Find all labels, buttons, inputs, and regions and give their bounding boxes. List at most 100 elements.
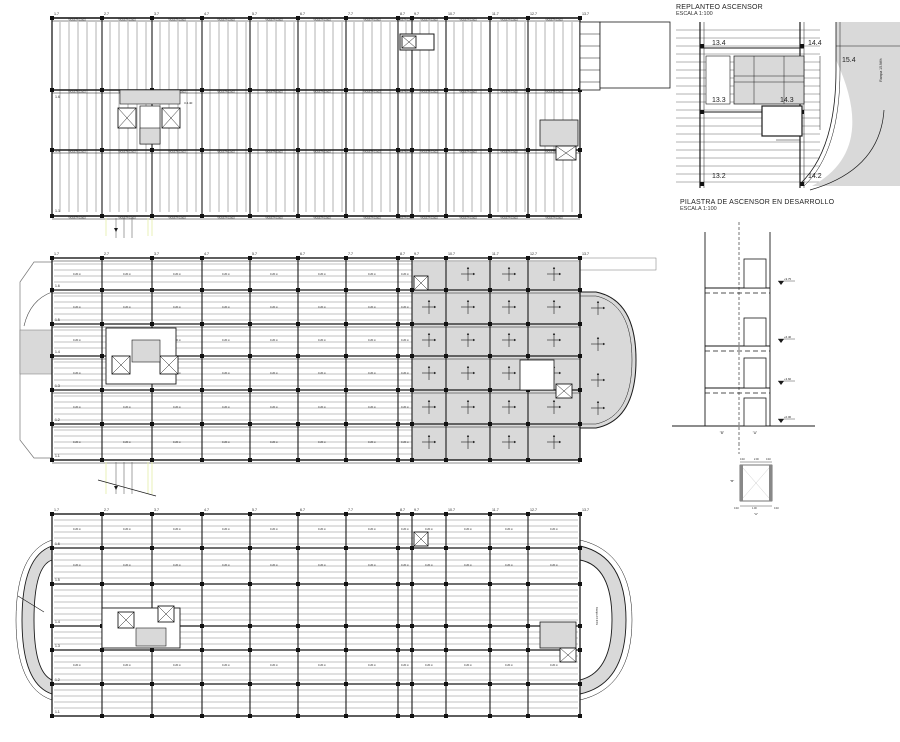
slab-thickness-label: 0.20 m [401, 440, 409, 444]
column-icon [100, 148, 104, 152]
axis-label: 11.7 [492, 252, 499, 256]
pilastra-title: PILASTRA DE ASCENSOR EN DESARROLLO [680, 199, 835, 206]
column-icon [526, 546, 530, 550]
column-icon [50, 16, 54, 20]
slab-thickness-label: 0.20 m [73, 305, 81, 309]
column-icon [200, 322, 204, 326]
arrow-icon [552, 435, 556, 437]
beam-label: VIGUETA 15x15 [420, 151, 438, 154]
column-icon [444, 546, 448, 550]
column-icon [248, 582, 252, 586]
slab-thickness-label: 0.20 m [123, 440, 131, 444]
column-icon [296, 582, 300, 586]
axis-label: 1.6 [55, 284, 60, 288]
column-icon [444, 582, 448, 586]
column-icon [100, 582, 104, 586]
column-icon [578, 148, 582, 152]
axis-label: 6.7 [300, 508, 305, 512]
column-icon [444, 682, 448, 686]
arrow-icon [466, 267, 470, 269]
axis-label: 11.7 [492, 12, 499, 16]
column-icon [488, 682, 492, 686]
beam-label: VIGUETA 15x15 [363, 151, 381, 154]
column-icon [248, 148, 252, 152]
slab-thickness-label: 0.20 m [73, 663, 81, 667]
arrow-icon [473, 305, 475, 309]
column-icon [410, 88, 414, 92]
column-icon [396, 256, 400, 260]
column-icon [444, 288, 448, 292]
column-icon [444, 214, 448, 218]
column-icon [488, 624, 492, 628]
arrow-icon [473, 405, 475, 409]
axis-label: 1.2 [55, 678, 60, 682]
column-icon [344, 422, 348, 426]
slab-thickness-label: 0.20 m [318, 272, 326, 276]
axis-label: 2.7 [104, 252, 109, 256]
slab-thickness-label: 0.20 m [368, 663, 376, 667]
column-icon [50, 648, 54, 652]
column-icon [578, 512, 582, 516]
slab-thickness-label: 0.20 m [123, 272, 131, 276]
column-icon [488, 288, 492, 292]
column-icon [578, 256, 582, 260]
column-icon [488, 354, 492, 358]
stair-core-right [539, 119, 579, 147]
left-ramp-outer [15, 539, 53, 701]
slab-thickness-label: 0.20 m [368, 272, 376, 276]
axis-label: 6.7 [300, 252, 305, 256]
arrow-icon [596, 373, 600, 375]
column-icon [248, 256, 252, 260]
slab-thickness-label: 0.20 m [318, 338, 326, 342]
level-label: +9.75 [784, 277, 792, 281]
column-icon [296, 422, 300, 426]
arrow-icon [427, 435, 431, 437]
column-icon [526, 256, 530, 260]
slab-thickness-label: 0.20 m [401, 405, 409, 409]
column-icon [344, 214, 348, 218]
column-icon [248, 322, 252, 326]
slab-thickness-label: 0.20 m [222, 527, 230, 531]
column-icon [248, 546, 252, 550]
axis-label: 1.7 [54, 508, 59, 512]
column-icon [396, 714, 400, 718]
arrow-icon [507, 267, 511, 269]
column-icon [50, 322, 54, 326]
left-annex-arc [23, 291, 53, 327]
column-icon [526, 322, 530, 326]
column-icon [296, 682, 300, 686]
beam-label: VIGUETA 15x15 [545, 217, 563, 220]
column-icon [526, 512, 530, 516]
arrow-icon [596, 301, 600, 303]
arrow-icon [559, 272, 561, 276]
column-icon [396, 546, 400, 550]
column-icon [488, 322, 492, 326]
column-icon [526, 88, 530, 92]
arrow-icon [427, 333, 431, 335]
column-icon [526, 458, 530, 462]
beam-label: VIGUETA 15x15 [396, 91, 414, 94]
axis-label: 1.6 [55, 542, 60, 546]
column-icon [396, 648, 400, 652]
axis-label: 3.7 [154, 12, 159, 16]
column-icon [344, 582, 348, 586]
column-icon [444, 148, 448, 152]
column-icon [344, 288, 348, 292]
arrow-icon [473, 272, 475, 276]
slab-thickness-label: 0.20 m [270, 563, 278, 567]
slab-thickness-label: 0.20 m [73, 527, 81, 531]
column-icon [296, 458, 300, 462]
arrow-icon [427, 400, 431, 402]
left-ramp [21, 545, 53, 695]
column-icon [100, 88, 104, 92]
right-bay [579, 257, 657, 271]
beam-label: VIGUETA 15x15 [500, 91, 518, 94]
axis-label: 2.7 [104, 12, 109, 16]
slab-thickness-label: 0.20 m [173, 305, 181, 309]
stair-core-right [519, 359, 555, 391]
axis-label: 10.7 [448, 12, 455, 16]
column-icon [444, 458, 448, 462]
column-icon [248, 422, 252, 426]
column-icon [200, 388, 204, 392]
